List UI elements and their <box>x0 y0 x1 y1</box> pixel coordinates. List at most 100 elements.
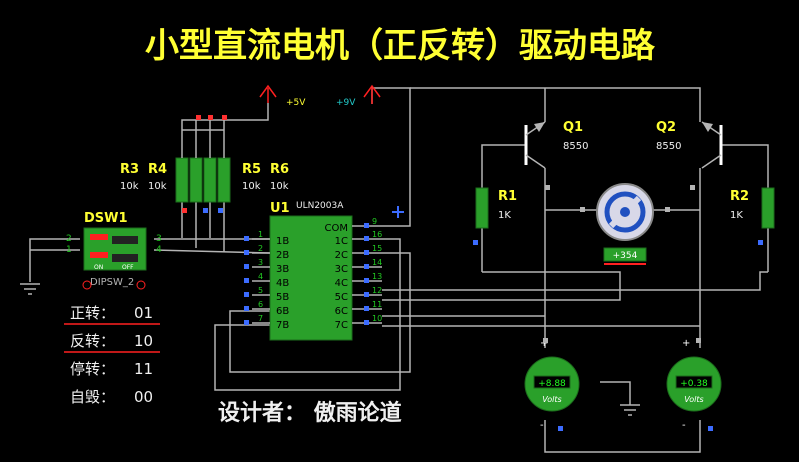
u1-pin-name: 3C <box>335 264 348 275</box>
transistor-q1[interactable]: Q1 8550 <box>524 120 588 169</box>
vcc5-label: +5V <box>286 98 306 108</box>
pin-markers <box>182 115 763 431</box>
u1-pin-name: 6C <box>335 306 348 317</box>
u1-pin-name: 1B <box>276 236 289 247</box>
u1-part: ULN2003A <box>296 201 344 211</box>
voltmeter-1-minus: - <box>540 420 544 431</box>
dsw1-pin-1-marker <box>90 252 108 258</box>
legend-value: 00 <box>134 388 153 406</box>
u1-pin-number: 9 <box>372 217 377 226</box>
control-legend: 正转： 01 反转： 10 停转： 11 自毁： 00 <box>64 304 160 406</box>
q1-emitter-arrow-icon <box>534 122 545 132</box>
u1-pin-number: 13 <box>372 272 382 281</box>
legend-value: 10 <box>134 332 153 350</box>
u1-pin-number: 5 <box>258 286 263 295</box>
legend-label: 正转： <box>70 304 115 322</box>
resistor-r6-body[interactable] <box>217 157 231 203</box>
motor-readout-box <box>603 247 647 262</box>
resistor-r4-body[interactable] <box>189 157 203 203</box>
resistor-r5-body[interactable] <box>203 157 217 203</box>
resistor-r3-ref: R3 <box>120 162 139 177</box>
u1-pin-name: 1C <box>335 236 348 247</box>
power-5v: +5V <box>259 84 306 108</box>
dsw1-ref: DSW1 <box>84 211 128 226</box>
u1-pin-number: 14 <box>372 258 382 267</box>
u1-pin-name: 4B <box>276 278 289 289</box>
dsw1[interactable]: DSW1 ON OFF DIPSW_2 2 1 3 4 <box>66 211 162 290</box>
resistor-r5-value: 10k <box>242 181 261 192</box>
u1-pin-number: 10 <box>372 314 382 323</box>
legend-row: 正转： 01 <box>64 304 160 325</box>
resistor-r1-value: 1K <box>498 210 511 221</box>
motor[interactable]: +354 <box>596 183 654 265</box>
resistor-r5-ref: R5 <box>242 162 261 177</box>
voltmeter-2[interactable]: +0.38 Volts + - <box>666 338 722 431</box>
resistor-r2-ref: R2 <box>730 189 749 204</box>
power-9v: +9V <box>336 84 381 108</box>
diagram-title: 小型直流电机（正反转）驱动电路 <box>145 26 656 66</box>
voltmeter-1-unit: Volts <box>542 395 561 404</box>
dsw1-pin-label: 2 <box>66 234 72 244</box>
dsw1-pin-label: 4 <box>156 245 162 255</box>
u1-pin-number: 7 <box>258 314 263 323</box>
u1-pin-number: 3 <box>258 258 263 267</box>
motor-readout: +354 <box>613 251 638 261</box>
u1-pin-number: 6 <box>258 300 263 309</box>
u1-body[interactable] <box>269 215 353 341</box>
u1-pin-number: 11 <box>372 300 382 309</box>
voltmeter-2-minus: - <box>682 420 686 431</box>
u1-pin-name: 5C <box>335 292 348 303</box>
dsw1-switch-1[interactable] <box>112 236 138 244</box>
resistor-r4-value: 10k <box>148 181 167 192</box>
dsw1-mount-right <box>136 280 146 290</box>
cursor-crosshair-icon <box>392 206 404 218</box>
dsw1-off-label: OFF <box>122 264 134 271</box>
dsw1-pin-label: 1 <box>66 245 72 255</box>
voltmeter-2-reading: +0.38 <box>680 379 708 389</box>
q2-part: 8550 <box>656 141 681 152</box>
transistor-q2[interactable]: Q2 8550 <box>656 120 723 169</box>
u1-pin-number: 4 <box>258 272 263 281</box>
voltmeter-2-unit: Volts <box>684 395 703 404</box>
resistor-r2-value: 1K <box>730 210 743 221</box>
u1-pin-name: 4C <box>335 278 348 289</box>
resistor-bank-left: R3 R4 R5 R6 10k 10k 10k 10k <box>120 130 289 203</box>
legend-label: 停转： <box>70 360 115 378</box>
u1-pin-number: 1 <box>258 230 263 239</box>
motor-rotor-icon <box>604 191 646 233</box>
resistor-r2-body[interactable] <box>761 187 775 229</box>
legend-label: 反转： <box>70 332 115 350</box>
dsw1-part: DIPSW_2 <box>90 277 134 288</box>
resistor-r4-ref: R4 <box>148 162 167 177</box>
q2-ref: Q2 <box>656 120 676 135</box>
voltmeter-1[interactable]: +8.88 Volts + - <box>524 338 580 431</box>
u1-pin-name: 7B <box>276 320 289 331</box>
u1-pin-number: 15 <box>372 244 382 253</box>
u1-pin-name: 3B <box>276 264 289 275</box>
voltmeter-2-plus: + <box>682 338 690 349</box>
resistor-r3-value: 10k <box>120 181 139 192</box>
q1-ref: Q1 <box>563 120 583 135</box>
resistor-r2[interactable]: R2 1K <box>730 187 775 229</box>
dsw1-on-label: ON <box>94 264 103 271</box>
resistor-r1-ref: R1 <box>498 189 517 204</box>
resistor-r6-value: 10k <box>270 181 289 192</box>
resistor-r1-body[interactable] <box>475 187 489 229</box>
resistor-r1[interactable]: R1 1K <box>475 187 517 229</box>
resistor-r6-ref: R6 <box>270 162 289 177</box>
resistor-r3-body[interactable] <box>175 157 189 203</box>
u1-pin-name: 7C <box>335 320 348 331</box>
dsw1-switch-2[interactable] <box>112 254 138 262</box>
u1-pin-name: 2B <box>276 250 289 261</box>
u1-pin-name: 5B <box>276 292 289 303</box>
legend-label: 自毁： <box>70 388 115 406</box>
u1-pin-name: COM <box>325 223 348 234</box>
u1-pin-number: 16 <box>372 230 382 239</box>
legend-value: 11 <box>134 360 153 378</box>
legend-value: 01 <box>134 304 153 322</box>
